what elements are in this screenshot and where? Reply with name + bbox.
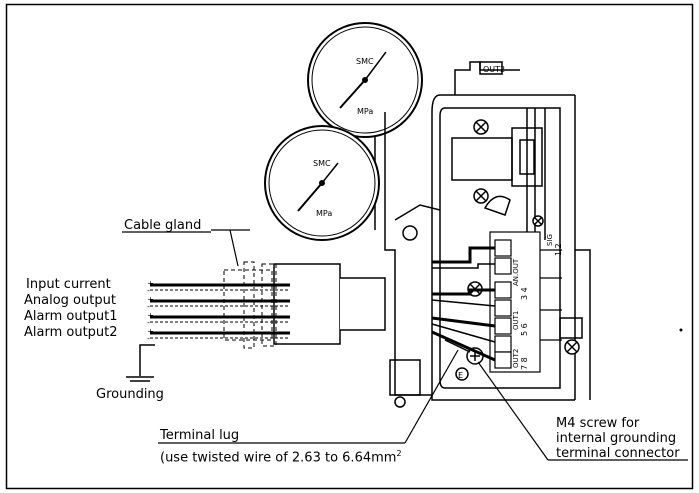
svg-text:-: - (147, 318, 150, 327)
cable-gland-body (273, 263, 386, 345)
input-current-label: Input current (26, 277, 111, 292)
terminal-lug-note-text: (use twisted wire of 2.63 to 6.64mm (160, 450, 397, 466)
terminal-lug-label: Terminal lug (160, 428, 240, 443)
svg-text:+: + (147, 327, 154, 336)
svg-text:+: + (147, 279, 154, 288)
cable-gland-label: Cable gland (124, 218, 202, 233)
gland-bracket-drop (229, 229, 239, 267)
terminal-group-anout: AN.OUT (512, 258, 520, 286)
m4-screw-leader (477, 361, 549, 461)
svg-text:-: - (147, 286, 150, 295)
terminal-block (489, 231, 562, 373)
terminal-lug-note: (use twisted wire of 2.63 to 6.64mm2 (160, 447, 402, 465)
earth-mark: E (458, 371, 463, 380)
analog-output-label: Analog output (24, 293, 116, 308)
body-screws (467, 119, 580, 355)
terminal-pins-sig: 1 2 (554, 243, 563, 256)
terminal-group-sig: SIG (546, 234, 554, 246)
m4-screw-label-line3: terminal connector (556, 446, 680, 461)
polarity-marks: + - + - + - + - (147, 279, 154, 343)
svg-text:+: + (147, 295, 154, 304)
ground-symbol (126, 376, 154, 382)
lower-pressure-gauge (264, 125, 380, 241)
terminal-pins-out2: 7 8 (520, 357, 529, 370)
terminal-group-out1: OUT1 (512, 311, 520, 330)
diagram-border (5, 3, 694, 490)
terminal-lug-note-sup: 2 (396, 449, 402, 458)
upper-pressure-gauge (307, 22, 423, 230)
edge-dot (679, 328, 683, 332)
terminal-pins-anout: 3 4 (520, 287, 529, 300)
upper-gauge-brand: SMC (356, 57, 374, 66)
svg-text:+: + (147, 311, 154, 320)
ground-screw (455, 347, 484, 381)
grounding-label: Grounding (96, 387, 164, 402)
signal-wires (150, 246, 496, 362)
terminal-group-out2: OUT2 (512, 349, 520, 368)
grounding-wire (139, 344, 155, 376)
upper-gauge-unit: MPa (357, 107, 373, 116)
m4-screw-label-line1: M4 screw for (556, 416, 640, 431)
terminal-lug-leader-diag (404, 349, 459, 444)
m4-screw-label-line2: internal grounding (556, 431, 677, 446)
alarm-output1-label: Alarm output1 (24, 309, 118, 324)
svg-text:-: - (147, 334, 150, 343)
out2-tag: OUT2 (483, 65, 505, 74)
lower-gauge-brand: SMC (313, 159, 331, 168)
lower-gauge-unit: MPa (316, 209, 332, 218)
svg-text:-: - (147, 302, 150, 311)
cable-gland-dashed (223, 261, 277, 349)
terminal-pins-out1: 5 6 (520, 323, 529, 336)
alarm-output2-label: Alarm output2 (24, 325, 118, 340)
